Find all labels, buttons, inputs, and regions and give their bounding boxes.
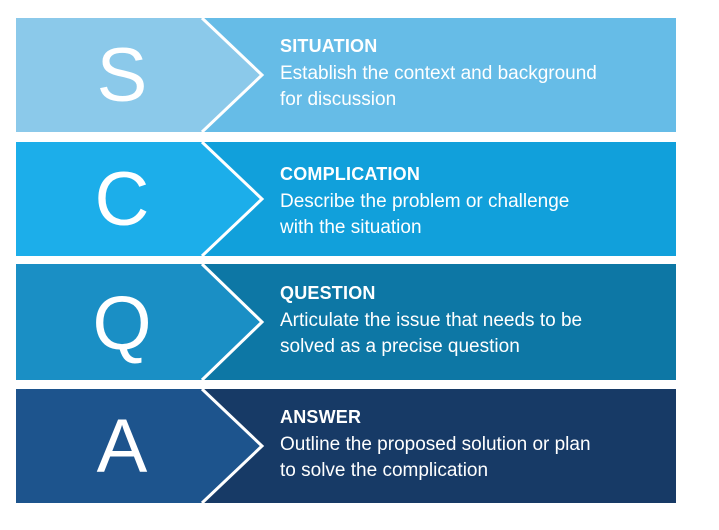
answer-description-line-2: to solve the complication (280, 460, 489, 481)
answer-text: ANSWER Outline the proposed solution or … (280, 406, 670, 484)
question-chevron-edge (200, 262, 265, 382)
situation-chevron-edge (200, 16, 265, 134)
complication-text: COMPLICATION Describe the problem or cha… (280, 163, 670, 241)
situation-description: Establish the context and background for… (280, 61, 670, 113)
question-block-shape (16, 262, 676, 382)
scqa-row-answer: A ANSWER Outline the proposed solution o… (16, 387, 676, 505)
question-description-line-2: solved as a precise question (280, 336, 520, 357)
answer-heading: ANSWER (280, 407, 362, 427)
complication-chevron-edge (200, 140, 265, 258)
complication-description: Describe the problem or challenge with t… (280, 189, 670, 241)
situation-left-chevron (16, 18, 262, 132)
situation-block-shape (16, 16, 676, 134)
situation-text: SITUATION Establish the context and back… (280, 35, 670, 113)
question-text: QUESTION Articulate the issue that needs… (280, 282, 670, 360)
answer-left-chevron (16, 389, 262, 503)
answer-chevron-edge (200, 387, 265, 505)
question-left-chevron (16, 264, 262, 380)
complication-letter: C (94, 157, 150, 242)
question-description: Articulate the issue that needs to be so… (280, 308, 670, 360)
complication-block-shape (16, 140, 676, 258)
answer-description-line-1: Outline the proposed solution or plan (280, 434, 591, 455)
answer-description: Outline the proposed solution or plan to… (280, 432, 670, 484)
complication-left-chevron (16, 142, 262, 256)
answer-block-shape (16, 387, 676, 505)
complication-heading: COMPLICATION (280, 164, 421, 184)
scqa-row-complication: C COMPLICATION Describe the problem or c… (16, 140, 676, 258)
complication-description-line-1: Describe the problem or challenge (280, 191, 570, 212)
situation-description-line-1: Establish the context and background (280, 63, 597, 84)
situation-letter: S (96, 33, 148, 118)
complication-description-line-2: with the situation (280, 217, 422, 238)
scqa-row-question: Q QUESTION Articulate the issue that nee… (16, 262, 676, 382)
situation-heading: SITUATION (280, 36, 378, 56)
question-description-line-1: Articulate the issue that needs to be (280, 310, 583, 331)
question-letter: Q (92, 281, 152, 366)
question-heading: QUESTION (280, 283, 376, 303)
answer-letter: A (96, 404, 148, 489)
situation-description-line-2: for discussion (280, 89, 397, 110)
scqa-row-situation: S SITUATION Establish the context and ba… (16, 16, 676, 134)
